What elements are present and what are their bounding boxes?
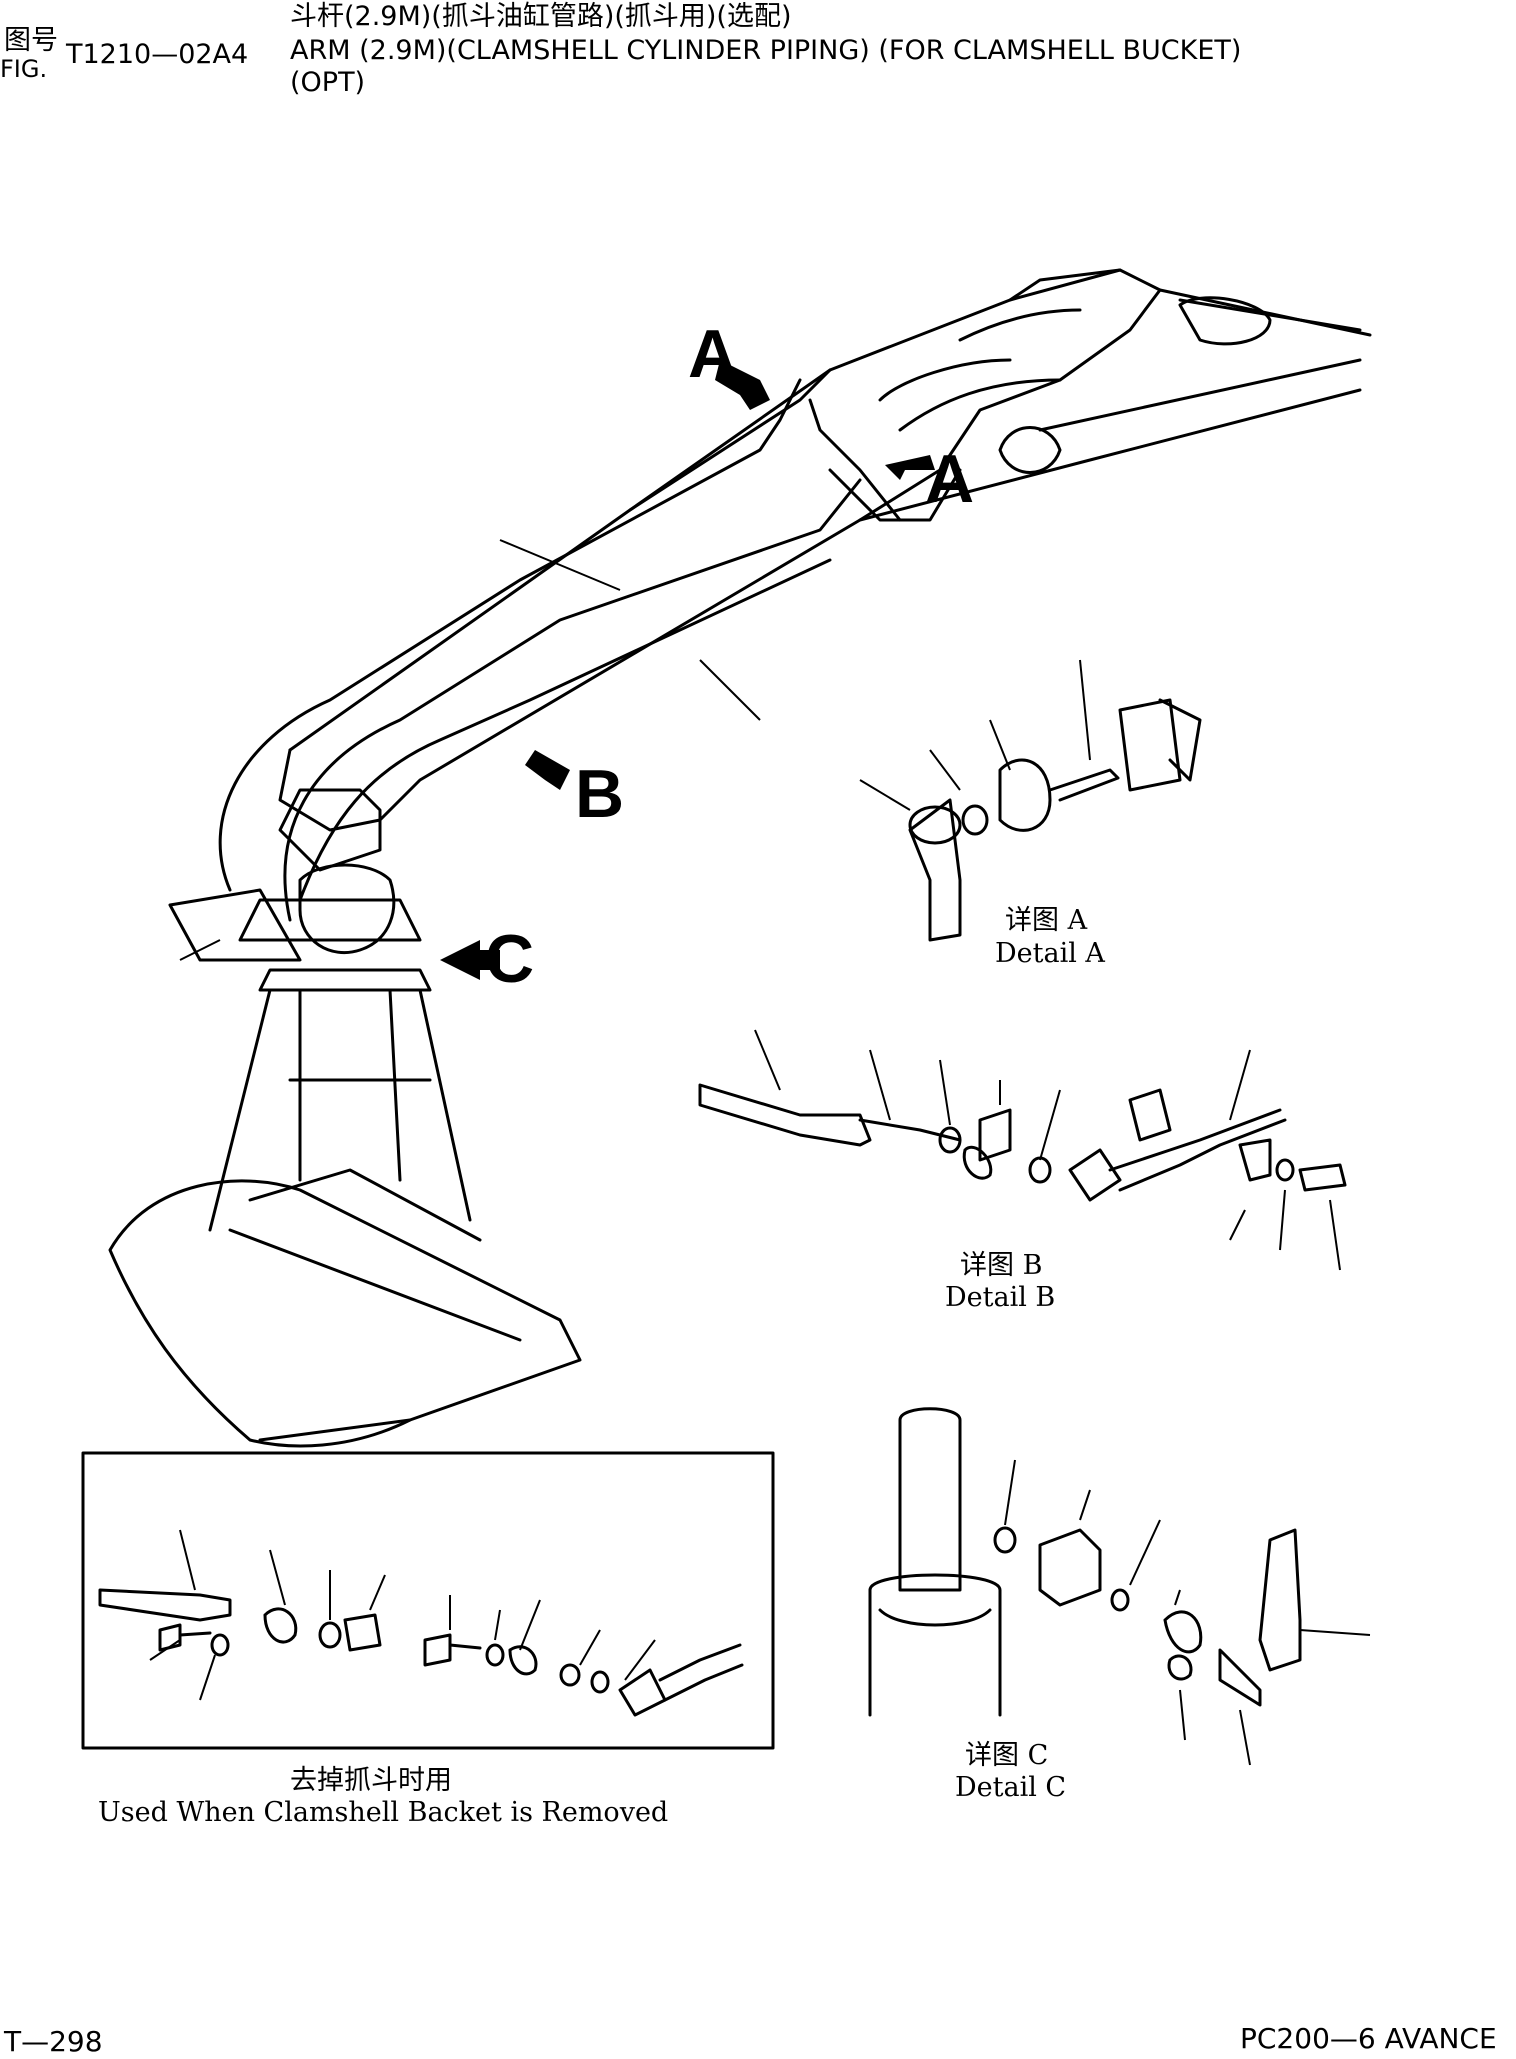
inset-caption-en: Used When Clamshell Backet is Removed [98,1797,669,1828]
leader-lines [179,539,761,961]
detail-c-caption-cn: 详图 C [965,1740,1049,1771]
callout-arrows [440,360,935,980]
detail-c-parts [868,1407,1371,1766]
detail-c-caption-en: Detail C [955,1772,1067,1803]
detail-b-parts [698,1029,1347,1271]
callout-c: C [485,921,535,997]
arm-body [278,268,1372,832]
detail-a-caption-cn: 详图 A [1005,905,1088,936]
model-name: PC200—6 AVANCE [1240,2022,1497,2055]
title-en-line1: ARM (2.9M)(CLAMSHELL CYLINDER PIPING) (F… [290,35,1242,66]
callout-b: B [575,756,625,832]
fig-number: T1210—02A4 [66,39,249,70]
fig-label-cn: 图号 [4,25,58,56]
title-en-line2: (OPT) [290,67,366,98]
page-number: T—298 [4,2025,103,2058]
fig-label-en: FIG. [0,55,48,83]
detail-a-caption-en: Detail A [995,938,1105,969]
inset-caption-cn: 去掉抓斗时用 [290,1765,452,1796]
detail-b-caption-en: Detail B [945,1282,1056,1313]
inset-box [81,1451,775,1750]
clamshell-bucket [108,968,582,1448]
detail-a-parts [859,659,1202,942]
inset-parts [98,1529,744,1717]
callout-a-left: A [688,316,738,392]
detail-b-caption-cn: 详图 B [960,1250,1043,1281]
callout-a-right: A [925,441,975,517]
title-cn: 斗杆(2.9M)(抓斗油缸管路)(抓斗用)(选配) [290,1,792,32]
head-bracket [168,788,422,962]
